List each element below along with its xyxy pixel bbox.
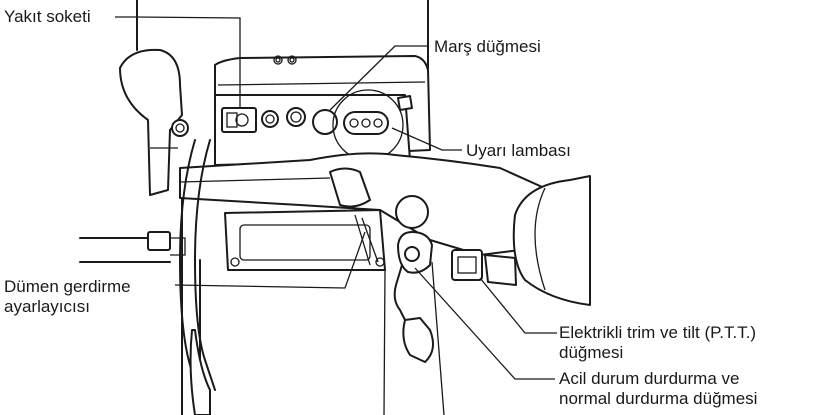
label-steering-tension-1: Dümen gerdirme [4,277,131,296]
label-warning-lamp: Uyarı lambası [466,141,571,160]
panel-knob [261,110,279,128]
leader-warning-lamp [391,127,462,151]
start-button [312,109,338,135]
leader-fuel-socket [115,16,241,108]
label-ptt-2: düğmesi [559,343,624,362]
label-steering-tension-2: ayarlayıcısı [4,297,90,316]
ptt-button [451,249,483,281]
warning-lamp [343,111,389,135]
label-ptt-1: Elektrikli trim ve tilt (P.T.T.) [559,323,757,342]
label-emergency-2: normal durdurma düğmesi [559,389,758,408]
fuel-socket [221,107,257,133]
label-start-button: Marş düğmesi [434,37,541,56]
label-fuel-socket: Yakıt soketi [4,7,91,26]
leader-ptt [479,277,557,334]
panel-knob [286,107,306,127]
lanyard-clip [393,264,406,321]
steering-bracket [224,209,386,271]
leader-steering-tension [174,231,366,289]
tiller-grip [512,175,591,306]
leader-start-button [329,45,428,111]
label-emergency-1: Acil durum durdurma ve [559,369,740,388]
mount-bracket [119,48,183,196]
leader-emergency [414,267,555,380]
knob-top [395,195,429,229]
